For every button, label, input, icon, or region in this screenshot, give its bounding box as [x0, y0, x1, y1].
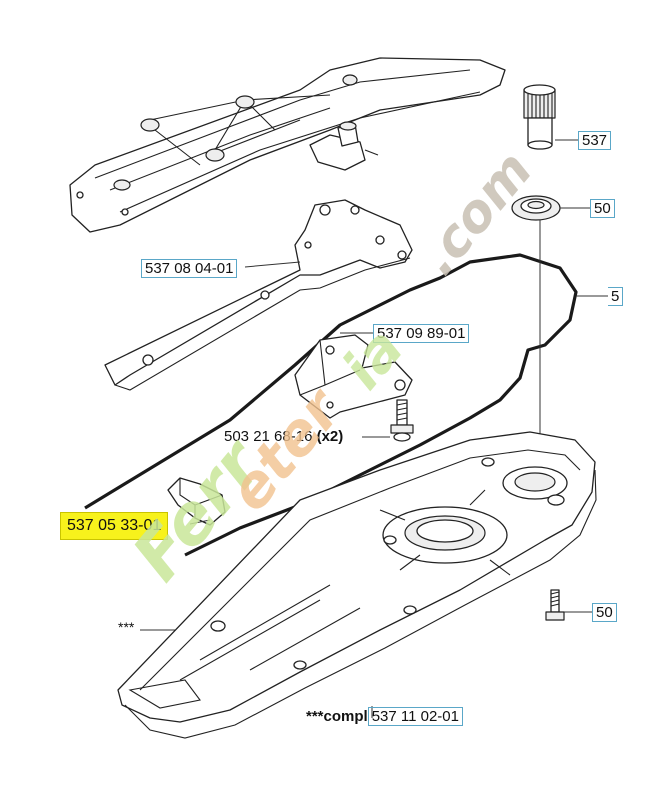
- clip-part: [167, 477, 226, 526]
- screw-part-number: 503 21 68-16: [224, 428, 313, 445]
- label-bearing-part-number[interactable]: 50: [590, 199, 615, 218]
- label-belt-right-part-number[interactable]: 5: [608, 287, 624, 306]
- gear-housing-part: [117, 431, 597, 739]
- pinion-gear-part: [523, 84, 556, 150]
- plate-part: [104, 199, 413, 391]
- bottom-screw-part: [545, 589, 565, 621]
- label-screw-part-number[interactable]: 503 21 68-16 (x2): [221, 428, 346, 445]
- bracket-part: [294, 334, 413, 419]
- label-stars: ***: [118, 619, 135, 635]
- drive-belt: [84, 253, 578, 557]
- complete-assembly-number: 537 11 02-01: [367, 707, 463, 726]
- screw-part: [390, 399, 414, 442]
- complete-assembly-prefix: ***compl: [306, 708, 368, 725]
- label-bottom-screw-part-number[interactable]: 50: [592, 603, 617, 622]
- label-belt-part-number-highlighted[interactable]: 537 05 33-01: [60, 512, 169, 540]
- bearing-part: [511, 195, 561, 221]
- label-pinion-part-number[interactable]: 537: [578, 131, 612, 150]
- label-bracket-part-number[interactable]: 537 09 89-01: [373, 324, 470, 343]
- top-frame-part: [69, 57, 506, 233]
- label-plate-part-number[interactable]: 537 08 04-01: [141, 259, 238, 278]
- screw-quantity: (x2): [316, 428, 344, 445]
